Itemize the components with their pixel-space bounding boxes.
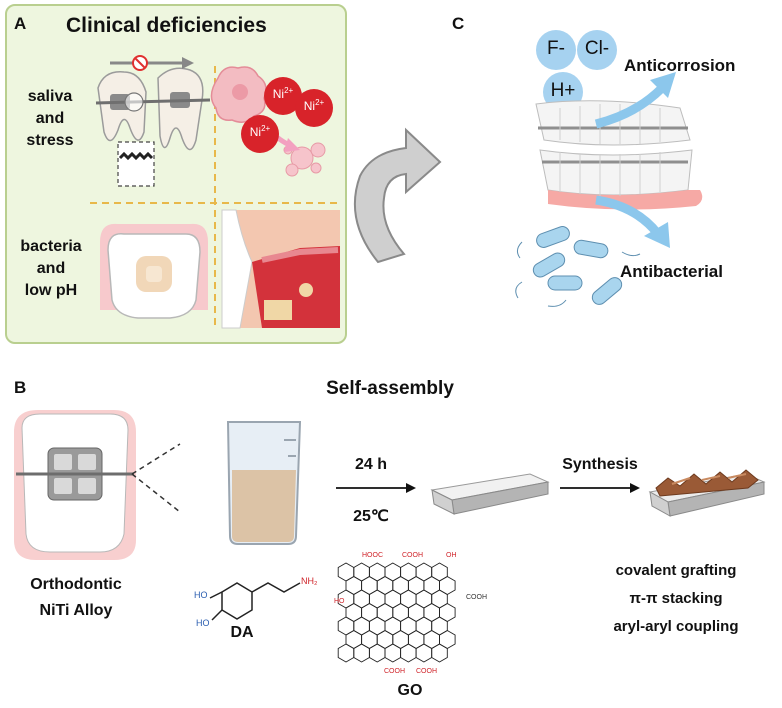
panel-a-title: Clinical deficiencies — [66, 14, 267, 37]
ni-ion-label-1: Ni2+ — [272, 86, 294, 101]
beaker-icon — [226, 421, 302, 545]
synthesis-label: Synthesis — [562, 456, 638, 473]
temperature-label: 25℃ — [353, 508, 389, 525]
curved-transition-arrow-icon — [353, 127, 442, 264]
label-low-ph: low pH — [24, 282, 78, 299]
dopamine-structure-icon — [172, 556, 318, 638]
alloy-label-line2: NiTi Alloy — [39, 602, 113, 619]
deflect-arrow-down-icon — [595, 195, 670, 248]
go-hooc-label: HOOC — [362, 552, 383, 559]
coated-bar-icon — [648, 469, 766, 517]
mechanism-pi-stacking: π-π stacking — [629, 590, 723, 607]
label-bacteria: bacteria — [20, 238, 82, 255]
periodontal-tissue-icon — [221, 209, 340, 329]
ion-h-label: H+ — [550, 80, 576, 101]
mechanism-covalent-grafting: covalent grafting — [615, 562, 737, 579]
go-cooh-label-top: COOH — [402, 552, 423, 559]
ni-ion-label-3: Ni2+ — [249, 124, 271, 139]
go-ho-label: HO — [334, 598, 345, 605]
prohibited-icon — [132, 55, 148, 71]
panel-c-letter: C — [452, 14, 465, 33]
ion-f-label: F- — [547, 38, 565, 59]
go-label: GO — [397, 682, 423, 699]
antibacterial-label: Antibacterial — [620, 262, 723, 281]
da-hydroxyl-label-2: HO — [196, 618, 210, 628]
da-amine-label: NH₂ — [301, 576, 318, 586]
gum-tooth-icon — [100, 223, 208, 319]
synthesis-arrow-icon — [560, 483, 640, 493]
graphene-oxide-structure-icon — [330, 552, 490, 678]
anticorrosion-label: Anticorrosion — [624, 56, 736, 75]
bacteria-icon — [515, 226, 641, 307]
alloy-label-line1: Orthodontic — [30, 576, 122, 593]
panel-a-letter: A — [14, 14, 27, 33]
mechanism-aryl-coupling: aryl-aryl coupling — [613, 618, 739, 635]
reaction-arrow-icon — [336, 483, 416, 493]
go-cooh-label-bottom-1: COOH — [384, 668, 405, 675]
niti-bar-icon — [430, 473, 550, 515]
ni-ion-icon — [241, 77, 333, 153]
go-oh-label: OH — [446, 552, 457, 559]
go-cooh-label-bottom-2: COOH — [416, 668, 437, 675]
time-label: 24 h — [354, 456, 387, 473]
zoom-line-lower — [131, 473, 181, 513]
ion-cl-label: Cl- — [584, 38, 610, 59]
orthodontic-bracket-tooth-icon — [14, 410, 136, 560]
go-ring — [431, 643, 448, 663]
label-and-1: and — [35, 110, 65, 127]
da-label: DA — [230, 624, 254, 641]
ni-ion-label-2: Ni2+ — [303, 98, 325, 113]
go-cooh-label-right: COOH — [466, 594, 487, 601]
zoom-line-upper — [131, 443, 181, 475]
deflect-arrow-up-icon — [594, 72, 676, 129]
panel-b-letter: B — [14, 378, 27, 397]
force-arrow-icon — [110, 57, 194, 69]
label-stress: stress — [26, 132, 74, 149]
da-hydroxyl-label-1: HO — [194, 590, 208, 600]
teeth-with-bracket-icon — [95, 67, 211, 187]
label-saliva: saliva — [27, 88, 73, 105]
label-and-2: and — [36, 260, 66, 277]
panel-b-title: Self-assembly — [326, 378, 454, 399]
